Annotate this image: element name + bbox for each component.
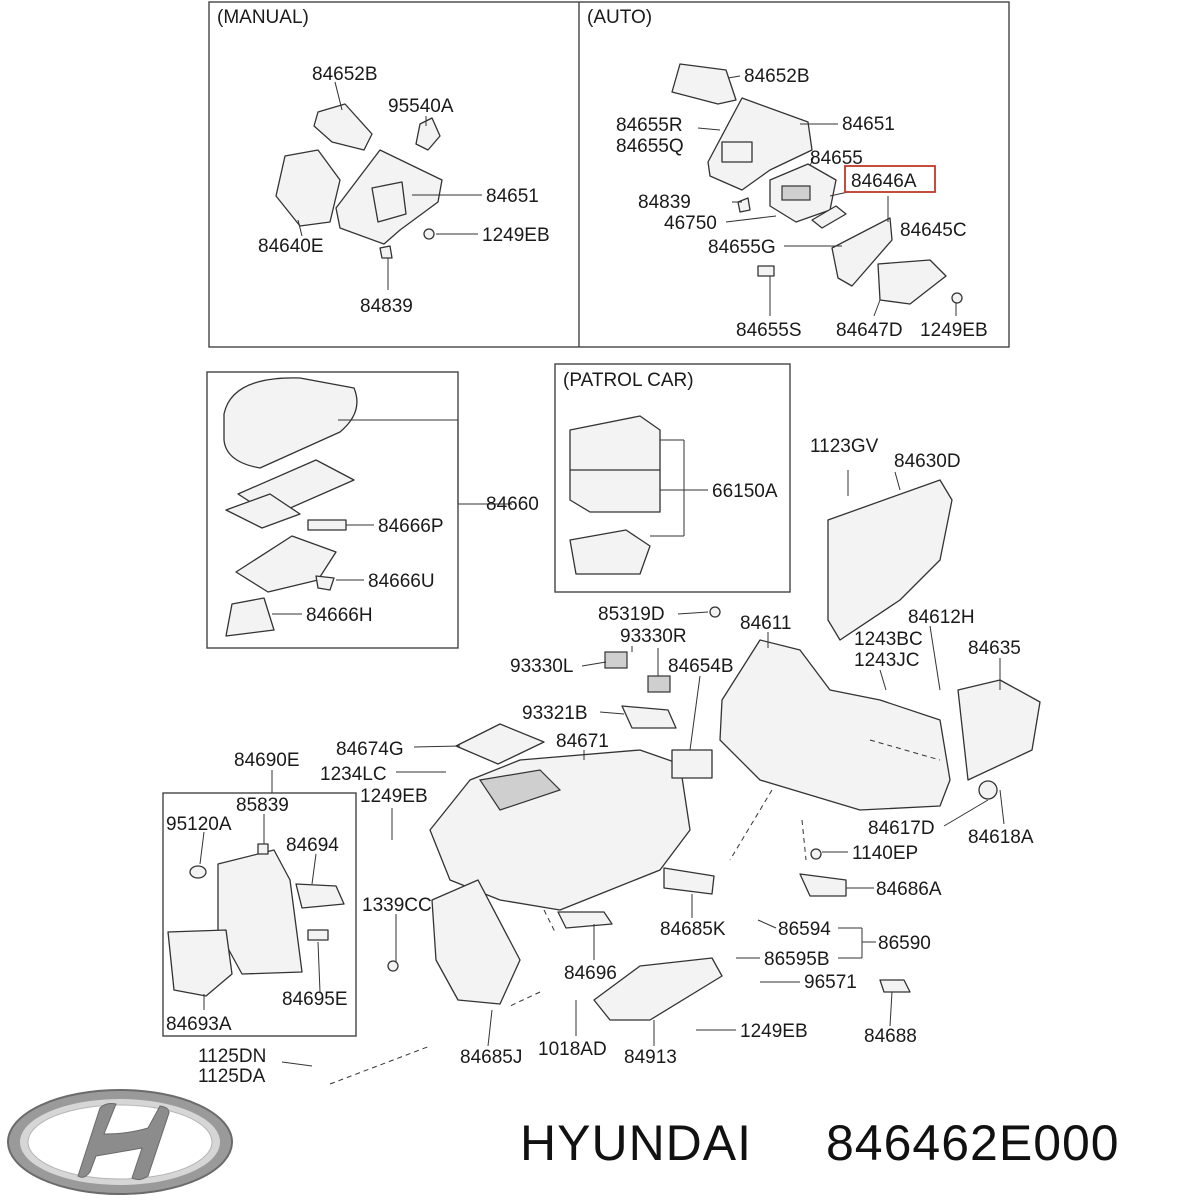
part-label[interactable]: 86590 xyxy=(878,933,931,954)
part-label[interactable]: 1234LC xyxy=(320,764,387,785)
part-label[interactable]: 84647D xyxy=(836,320,903,341)
part-label[interactable]: 84839 xyxy=(360,296,413,317)
top-frame xyxy=(208,1,1010,348)
part-label[interactable]: 84655G xyxy=(708,237,776,258)
patrol-car-parts xyxy=(569,415,708,575)
labels-auto: 84652B 84655R 84655Q 84651 84655 84646A … xyxy=(616,66,988,341)
part-label[interactable]: 1249EB xyxy=(920,320,988,341)
armrest-parts xyxy=(223,377,358,637)
patrol-car-frame xyxy=(554,363,791,593)
labels-main: 1123GV 84630D 85319D 93330R 84611 84612H… xyxy=(166,436,1034,1087)
part-label[interactable]: 66150A xyxy=(712,481,778,502)
side-panel-frame xyxy=(162,792,357,1037)
part-label[interactable]: 1249EB xyxy=(740,1021,808,1042)
part-label[interactable]: 84651 xyxy=(842,114,895,135)
leader-lines xyxy=(199,75,1005,1067)
part-label[interactable]: 1243BC xyxy=(854,629,923,650)
part-label[interactable]: 93321B xyxy=(522,703,588,724)
part-label[interactable]: 95540A xyxy=(388,96,454,117)
part-label[interactable]: 84666P xyxy=(378,516,444,537)
labels-manual: 84652B 95540A 84651 84640E 1249EB 84839 xyxy=(258,64,550,317)
part-label[interactable]: 84655 xyxy=(810,148,863,169)
part-label[interactable]: 84671 xyxy=(556,731,609,752)
part-label[interactable]: 84666H xyxy=(306,605,373,626)
part-label[interactable]: 84685K xyxy=(660,919,726,940)
main-console-parts xyxy=(167,479,1041,1021)
part-label[interactable]: 84651 xyxy=(486,186,539,207)
part-label[interactable]: 46750 xyxy=(664,213,717,234)
brand-text: HYUNDAI xyxy=(520,1115,752,1171)
part-label[interactable]: 84839 xyxy=(638,192,691,213)
part-label[interactable]: 84693A xyxy=(166,1014,232,1035)
highlight-box xyxy=(844,165,936,193)
part-label[interactable]: 95120A xyxy=(166,814,232,835)
part-label[interactable]: 86594 xyxy=(778,919,831,940)
labels-armrest: 84660 84666P 84666U 84666H xyxy=(306,494,539,626)
part-label[interactable]: 84655S xyxy=(736,320,802,341)
part-label[interactable]: 1339CC xyxy=(362,895,432,916)
part-label[interactable]: 84694 xyxy=(286,835,339,856)
auto-title: (AUTO) xyxy=(587,7,652,28)
part-label[interactable]: 86595B xyxy=(764,949,830,970)
part-label[interactable]: 93330L xyxy=(510,656,573,677)
part-label[interactable]: 84640E xyxy=(258,236,324,257)
part-label[interactable]: 84612H xyxy=(908,607,975,628)
part-label[interactable]: 84696 xyxy=(564,963,617,984)
part-label[interactable]: 84655Q xyxy=(616,136,684,157)
part-label[interactable]: 85319D xyxy=(598,604,665,625)
patrol-car-title: (PATROL CAR) xyxy=(563,370,694,391)
part-label[interactable]: 84655R xyxy=(616,115,683,136)
part-label[interactable]: 84690E xyxy=(234,750,300,771)
part-label[interactable]: 84630D xyxy=(894,451,961,472)
part-label[interactable]: 84695E xyxy=(282,989,348,1010)
part-number-text: 846462E000 xyxy=(826,1115,1120,1171)
auto-parts xyxy=(671,63,963,305)
armrest-frame xyxy=(206,371,459,649)
part-label[interactable]: 96571 xyxy=(804,972,857,993)
part-label[interactable]: 84688 xyxy=(864,1026,917,1047)
part-label[interactable]: 1243JC xyxy=(854,650,920,671)
part-label[interactable]: 84654B xyxy=(668,656,734,677)
part-label[interactable]: 85839 xyxy=(236,795,289,816)
part-label[interactable]: 84652B xyxy=(312,64,378,85)
part-label[interactable]: 84611 xyxy=(740,613,791,634)
hyundai-logo-icon xyxy=(7,1089,233,1195)
part-label[interactable]: 1249EB xyxy=(482,225,550,246)
part-label[interactable]: 84617D xyxy=(868,818,935,839)
manual-title: (MANUAL) xyxy=(217,7,309,28)
part-label[interactable]: 84666U xyxy=(368,571,435,592)
part-label[interactable]: 1018AD xyxy=(538,1039,607,1060)
manual-parts xyxy=(275,103,443,259)
part-label[interactable]: 1125DA xyxy=(198,1066,266,1087)
part-label[interactable]: 84913 xyxy=(624,1047,677,1068)
part-label[interactable]: 84686A xyxy=(876,879,942,900)
part-label[interactable]: 93330R xyxy=(620,626,687,647)
part-label[interactable]: 84685J xyxy=(460,1047,522,1068)
part-label[interactable]: 1249EB xyxy=(360,786,428,807)
part-label-highlighted[interactable]: 84646A xyxy=(851,171,917,192)
part-label[interactable]: 84652B xyxy=(744,66,810,87)
part-label[interactable]: 84618A xyxy=(968,827,1034,848)
part-label[interactable]: 84645C xyxy=(900,220,967,241)
part-label[interactable]: 1125DN xyxy=(198,1046,266,1067)
part-label[interactable]: 1140EP xyxy=(852,843,918,864)
labels-patrol: 66150A xyxy=(712,481,778,502)
part-label[interactable]: 84635 xyxy=(968,638,1021,659)
part-label[interactable]: 1123GV xyxy=(810,436,879,457)
part-label[interactable]: 84674G xyxy=(336,739,404,760)
part-label[interactable]: 84660 xyxy=(486,494,539,515)
assembly-lines xyxy=(329,739,941,1085)
